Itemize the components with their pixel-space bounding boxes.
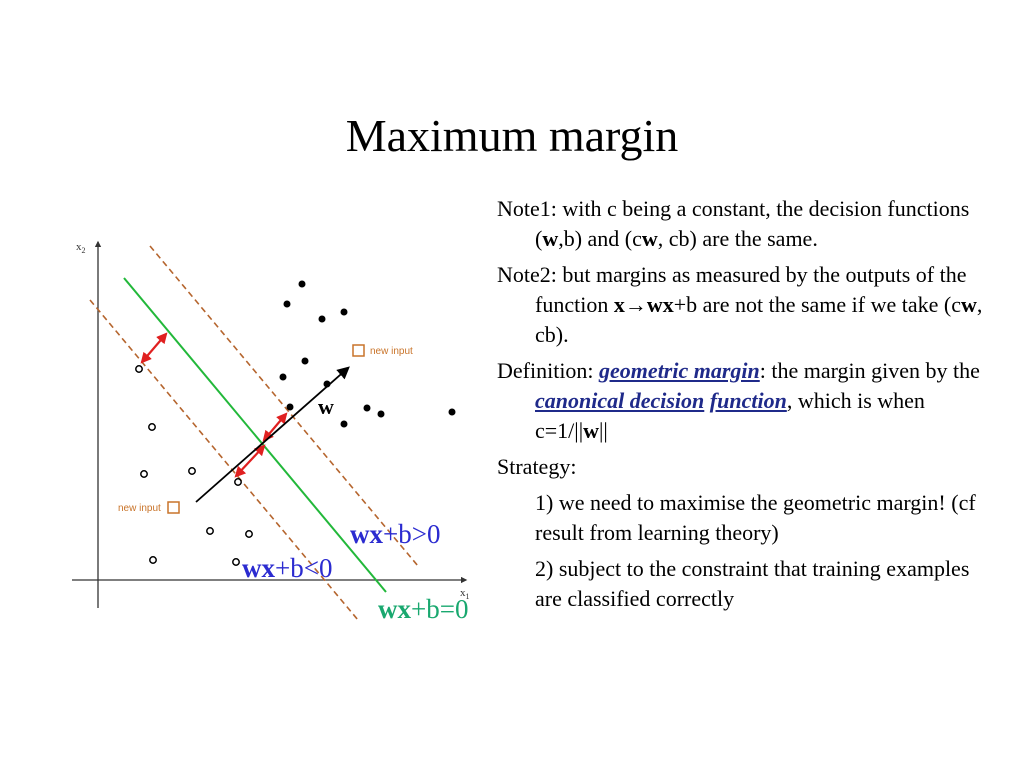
w-vector-label: w: [318, 394, 334, 419]
positive-point: [448, 408, 456, 416]
negative-point: [135, 365, 143, 373]
negative-point: [149, 556, 157, 564]
negative-point: [232, 558, 240, 566]
negative-point: [234, 478, 242, 486]
negative-point: [206, 527, 214, 535]
definition: Definition: geometric margin: the margin…: [497, 358, 980, 443]
decision-boundary: [123, 277, 387, 593]
margin-diagram: x2 x1 w: [72, 240, 470, 624]
positive-point: [340, 420, 348, 428]
positive-point: [377, 410, 385, 418]
new-input-marker-upper: [352, 344, 365, 357]
negative-point: [140, 470, 148, 478]
positive-point: [283, 300, 291, 308]
strategy-step-2: 2) subject to the constraint that traini…: [535, 556, 970, 611]
margin-arrow-left: [140, 332, 168, 364]
eq-negative: wx+b<0: [242, 553, 332, 583]
eq-positive: wx+b>0: [350, 519, 440, 549]
strategy-heading: Strategy:: [497, 454, 577, 479]
negative-point: [188, 467, 196, 475]
positive-point: [318, 315, 326, 323]
y-axis-label: x2: [76, 241, 86, 255]
note1: Note1: with c being a constant, the deci…: [497, 196, 970, 251]
positive-point: [340, 308, 348, 316]
margin-arrow-center-upper: [262, 412, 288, 442]
w-vector: [195, 366, 350, 503]
x-axis-label: x1: [460, 587, 470, 601]
geometric-margin-term: geometric margin: [599, 358, 760, 383]
new-input-label-lower: new input: [118, 503, 161, 514]
note2: Note2: but margins as measured by the ou…: [497, 262, 983, 347]
positive-point: [301, 357, 309, 365]
positive-point: [298, 280, 306, 288]
new-input-marker-lower: [167, 501, 180, 514]
margin-arrow-center-lower: [234, 444, 266, 478]
negative-point: [148, 423, 156, 431]
negative-point: [245, 530, 253, 538]
strategy-step-1: 1) we need to maximise the geometric mar…: [535, 490, 976, 545]
notes-panel: Note1: with c being a constant, the deci…: [497, 194, 997, 620]
eq-boundary: wx+b=0: [378, 594, 468, 624]
new-input-label-upper: new input: [370, 346, 413, 357]
canonical-decision-function-term: canonical decision: [535, 388, 705, 413]
positive-point: [279, 373, 287, 381]
margin-line-upper: [149, 245, 419, 567]
positive-point: [323, 380, 331, 388]
slide-title: Maximum margin: [345, 110, 679, 161]
positive-point: [286, 403, 294, 411]
positive-point: [363, 404, 371, 412]
